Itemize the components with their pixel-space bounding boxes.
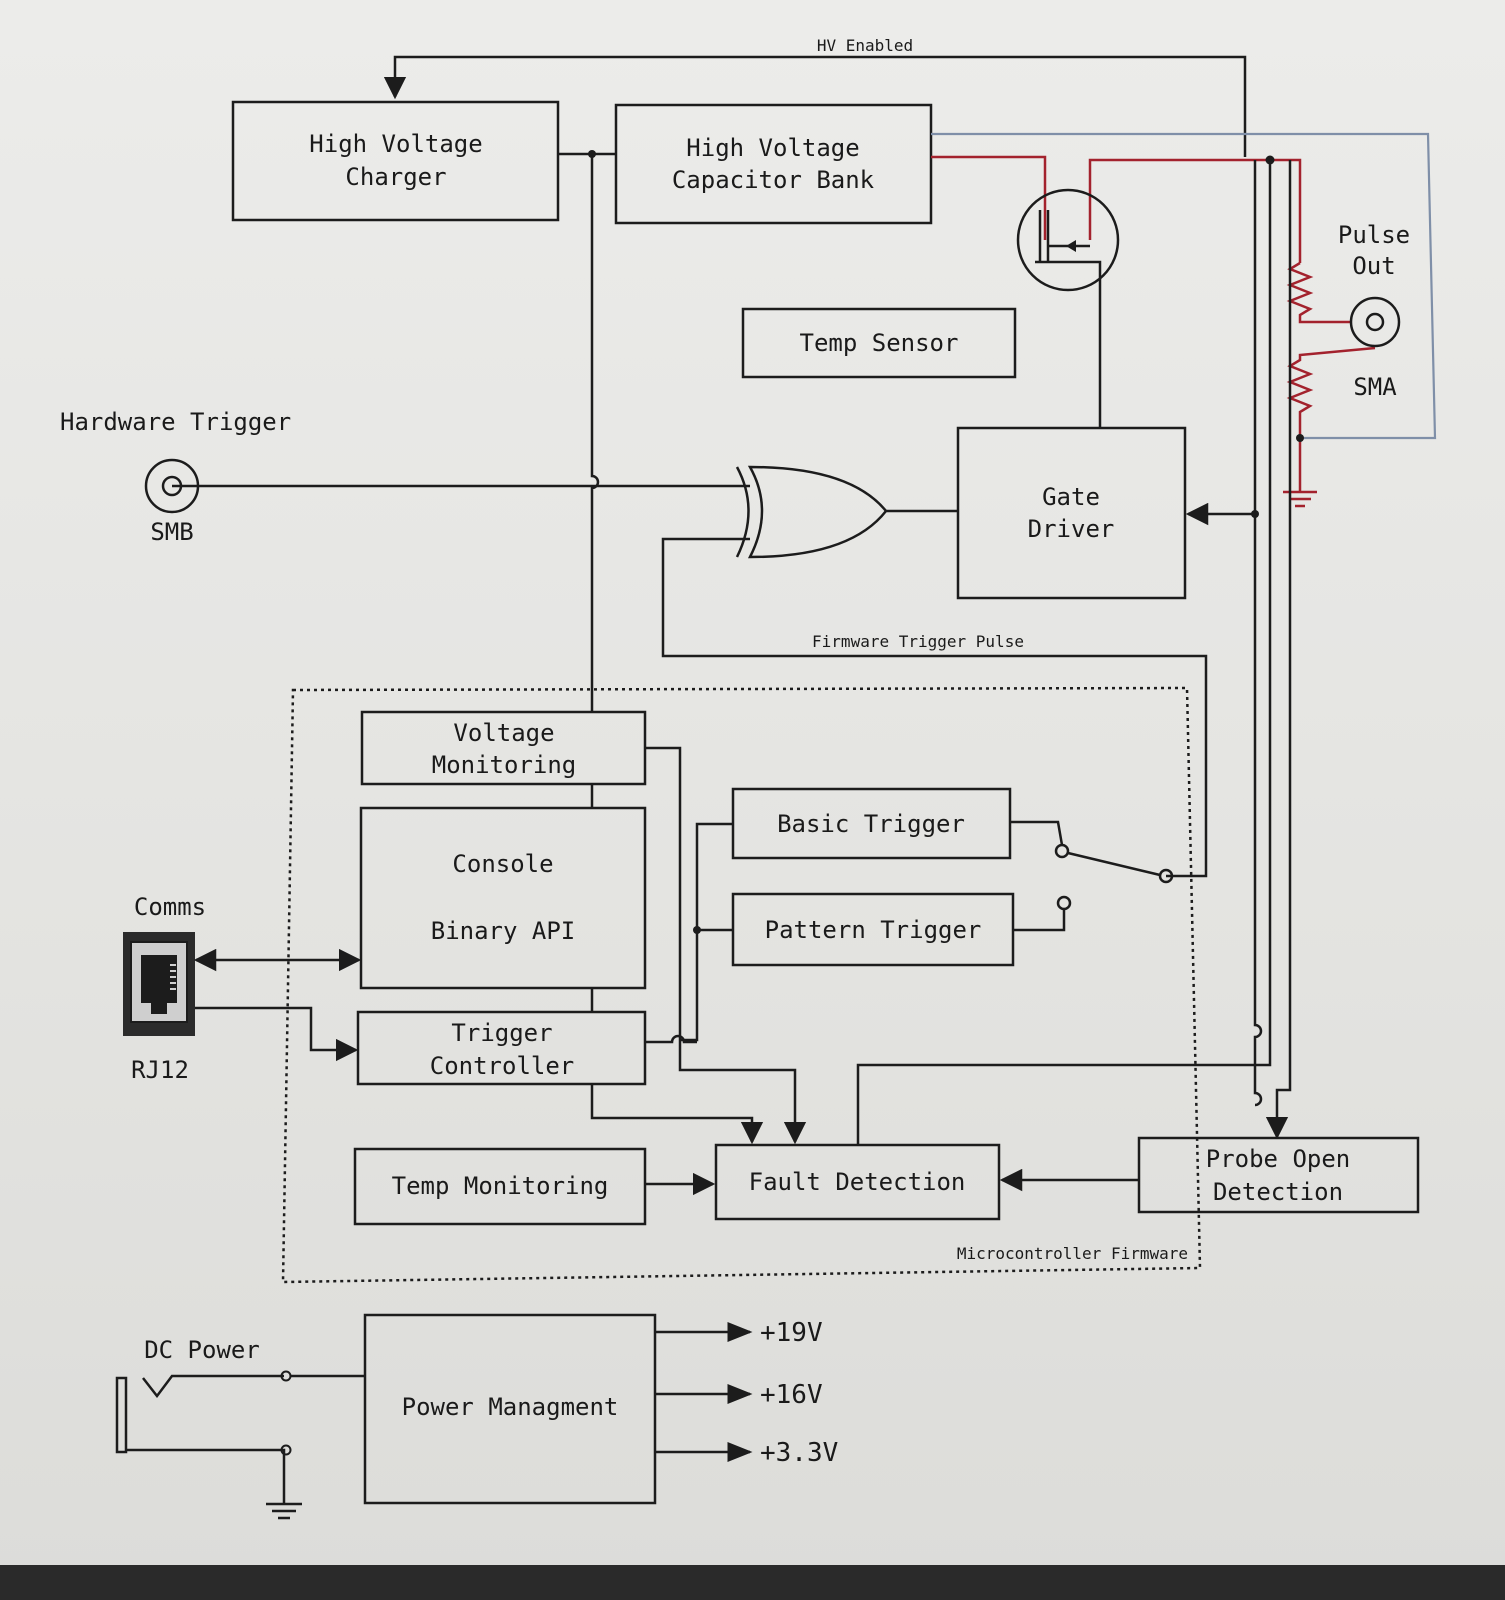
smb-label: SMB (150, 518, 193, 546)
firmware-trigger-pulse-line: Firmware Trigger Pulse (661, 537, 1208, 878)
hv-output-path (931, 155, 1302, 263)
temp-monitoring-block: Temp Monitoring (353, 1147, 716, 1226)
binary-api-label: Binary API (431, 917, 576, 945)
pattern-trigger-label: Pattern Trigger (765, 916, 982, 944)
pulse-out-label-line1: Pulse (1338, 221, 1410, 249)
basic-trigger-label: Basic Trigger (777, 810, 965, 838)
hardware-trigger-label: Hardware Trigger (60, 408, 291, 436)
hv-charger-line2: Charger (345, 163, 446, 191)
trigger-select-switch-icon (1054, 843, 1174, 911)
microcontroller-firmware-label: Microcontroller Firmware (957, 1244, 1188, 1263)
comms-label: Comms (134, 893, 206, 921)
pulse-out-label-line2: Out (1352, 252, 1395, 280)
fault-detection-label: Fault Detection (749, 1168, 966, 1196)
voltage-monitoring-line2: Monitoring (432, 751, 577, 779)
trigger-bus (645, 822, 733, 1044)
hv-charger-block: High Voltage Charger (231, 100, 560, 222)
temp-monitoring-label: Temp Monitoring (392, 1172, 609, 1200)
trigger-controller-line1: Trigger (451, 1019, 552, 1047)
rail-16v: +16V (760, 1380, 823, 1410)
right-rails (856, 160, 1292, 1145)
dc-power-label: DC Power (144, 1336, 260, 1364)
hv-sense-bus (558, 150, 616, 712)
console-binary-api-block: Console Binary API (359, 806, 647, 1012)
hv-enabled-line: HV Enabled (383, 36, 1247, 157)
voltage-monitoring-line1: Voltage (453, 719, 554, 747)
console-label: Console (452, 850, 553, 878)
dc-jack-icon (115, 1370, 302, 1520)
pulse-out-network: Pulse Out SMA (1265, 155, 1410, 508)
hv-enabled-label: HV Enabled (817, 36, 913, 55)
hv-capacitor-bank-block: High Voltage Capacitor Bank (614, 103, 933, 225)
rail-3v3: +3.3V (760, 1438, 838, 1468)
dc-power-input: DC Power (115, 1336, 365, 1520)
trigger-controller-block: Trigger Controller (356, 1010, 764, 1145)
hv-cap-line2: Capacitor Bank (672, 166, 875, 194)
hv-cap-line1: High Voltage (686, 134, 859, 162)
probe-open-line2: Detection (1213, 1178, 1343, 1206)
hv-charger-line1: High Voltage (309, 130, 482, 158)
probe-open-detection-block: Probe Open Detection (999, 1136, 1420, 1214)
fault-detection-block: Fault Detection (714, 1143, 1001, 1221)
xor-gate-icon (735, 465, 958, 559)
gate-driver-line2: Driver (1028, 515, 1115, 543)
sense-return-line (931, 132, 1437, 440)
mosfet-icon (1016, 188, 1120, 428)
gate-driver-block: Gate Driver (956, 426, 1259, 600)
probe-open-line1: Probe Open (1206, 1145, 1351, 1173)
hardware-trigger-input: Hardware Trigger SMB (60, 408, 750, 546)
sma-label: SMA (1353, 373, 1397, 401)
rj12-label: RJ12 (131, 1056, 189, 1084)
temp-sensor-block: Temp Sensor (741, 307, 1017, 379)
voltage-monitoring-block: Voltage Monitoring (360, 710, 807, 1145)
temp-sensor-label: Temp Sensor (800, 329, 959, 357)
power-management-block: Power Managment +19V +16V +3.3V (363, 1313, 838, 1505)
rail-19v: +19V (760, 1318, 823, 1348)
gate-driver-line1: Gate (1042, 483, 1100, 511)
page-bottom-edge (0, 1565, 1505, 1600)
basic-trigger-block: Basic Trigger (731, 787, 1064, 860)
firmware-trigger-pulse-label: Firmware Trigger Pulse (812, 632, 1024, 651)
rj12-icon (123, 932, 195, 1036)
comms-connector: Comms RJ12 (123, 893, 362, 1084)
trigger-controller-line2: Controller (430, 1052, 575, 1080)
power-management-label: Power Managment (402, 1393, 619, 1421)
microcontroller-firmware-region: Microcontroller Firmware (281, 686, 1202, 1284)
pattern-trigger-block: Pattern Trigger (731, 892, 1066, 967)
